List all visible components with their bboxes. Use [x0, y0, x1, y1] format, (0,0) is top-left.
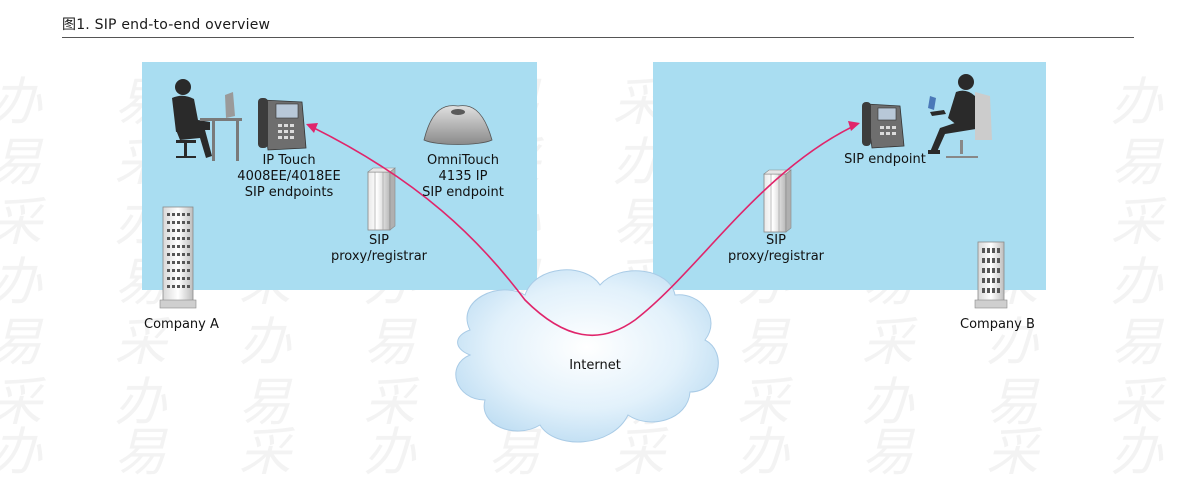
ip-touch-label: IP Touch 4008EE/4018EE SIP endpoints	[234, 153, 344, 201]
proxy-label-line: SIP	[766, 233, 786, 248]
company-a-proxy-server-icon	[367, 167, 396, 231]
ip-touch-label-line: SIP endpoints	[244, 185, 334, 200]
company-b-building-icon	[974, 241, 1008, 309]
omnitouch-label-line: OmniTouch	[426, 153, 500, 168]
company-b-sip-phone-icon	[862, 102, 905, 149]
internet-cloud-icon	[455, 269, 719, 443]
omnitouch-label-line: 4135 IP	[438, 169, 488, 184]
company-a-building-icon	[159, 206, 197, 309]
proxy-label-line: proxy/registrar	[727, 249, 825, 264]
sip-signal-path	[307, 123, 859, 337]
omnitouch-label: OmniTouch 4135 IP SIP endpoint	[408, 153, 518, 201]
signal-arrowhead-icon	[306, 121, 860, 133]
company-a-name: Company A	[144, 317, 219, 332]
internet-label: Internet	[569, 358, 621, 373]
company-b-proxy-label: SIP proxy/registrar	[721, 233, 831, 265]
ip-touch-phone-icon	[258, 98, 307, 151]
proxy-label-line: proxy/registrar	[330, 249, 428, 264]
company-a-network-panel	[142, 62, 537, 290]
proxy-label-line: SIP	[369, 233, 389, 248]
office-worker-icon	[172, 79, 242, 161]
diagram-graphics	[159, 74, 1008, 443]
ip-touch-label-line: 4008EE/4018EE	[237, 169, 341, 184]
company-a-proxy-label: SIP proxy/registrar	[324, 233, 434, 265]
conference-phone-icon	[423, 105, 493, 145]
company-b-name: Company B	[960, 317, 1035, 332]
relaxed-caller-icon	[928, 74, 992, 158]
company-b-endpoint-label: SIP endpoint	[844, 152, 926, 167]
caption-divider	[62, 37, 1134, 38]
ip-touch-label-line: IP Touch	[262, 153, 316, 168]
omnitouch-label-line: SIP endpoint	[422, 185, 504, 200]
figure-caption: 图1. SIP end-to-end overview	[62, 17, 271, 33]
